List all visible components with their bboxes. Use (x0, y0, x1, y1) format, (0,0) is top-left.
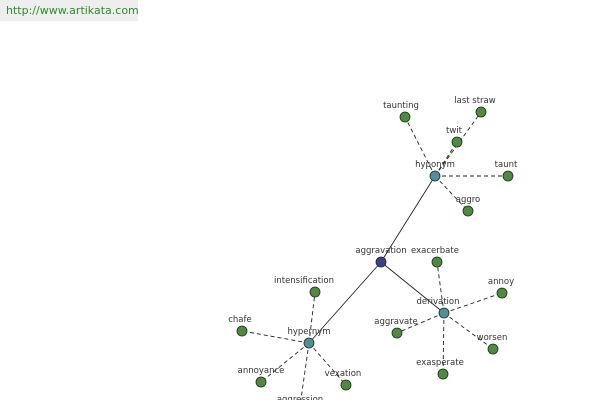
relation-node-circle[interactable] (303, 337, 315, 349)
term-node-circle[interactable] (391, 327, 403, 339)
root-node-circle[interactable] (375, 256, 387, 268)
term-node-aggro[interactable]: aggro (456, 195, 481, 217)
term-node-circle[interactable] (487, 343, 499, 355)
edge-hypernym-annoyance (260, 342, 310, 383)
term-node-label: chafe (228, 315, 252, 325)
relation-node-circle[interactable] (438, 307, 450, 319)
term-node-intensification[interactable]: intensification (274, 276, 334, 298)
relation-node-derivation[interactable]: derivation (416, 297, 460, 319)
term-node-label: aggravate (374, 317, 418, 327)
edge-derivation-annoy (443, 292, 503, 314)
term-node-aggression[interactable]: aggression (277, 395, 323, 400)
term-node-circle[interactable] (502, 170, 514, 182)
term-node-label: exacerbate (411, 246, 459, 256)
site-url-link[interactable]: http://www.artikata.com (6, 4, 139, 17)
graph-edges (241, 111, 508, 400)
edge-hypernym-vexation (308, 342, 347, 386)
term-node-circle[interactable] (340, 379, 352, 391)
term-node-label: taunt (495, 160, 518, 170)
term-node-annoy[interactable]: annoy (488, 277, 514, 299)
term-node-circle[interactable] (437, 368, 449, 380)
edge-derivation-exasperate (442, 312, 445, 375)
relation-node-label: hyponym (415, 160, 455, 170)
edge-derivation-aggravate (396, 312, 445, 334)
term-node-circle[interactable] (236, 325, 248, 337)
term-node-taunt[interactable]: taunt (495, 160, 518, 182)
edge-hyponym-last-straw (434, 111, 482, 177)
term-node-chafe[interactable]: chafe (228, 315, 252, 337)
term-node-taunting[interactable]: taunting (383, 101, 419, 123)
url-banner: http://www.artikata.com (0, 0, 139, 21)
relation-node-label: derivation (416, 297, 459, 307)
term-node-label: aggro (456, 195, 481, 205)
term-node-label: annoyance (238, 366, 285, 376)
term-node-circle[interactable] (255, 376, 267, 388)
term-node-vexation[interactable]: vexation (325, 369, 362, 391)
term-node-circle[interactable] (475, 106, 487, 118)
term-node-label: exasperate (416, 358, 464, 368)
graph-nodes: taunting last straw twit taunt aggro exacerba… (228, 96, 518, 400)
relation-node-hypernym[interactable]: hypernym (287, 327, 331, 349)
term-node-circle[interactable] (462, 205, 474, 217)
term-node-label: intensification (274, 276, 334, 286)
term-node-circle[interactable] (309, 286, 321, 298)
root-node-aggravation[interactable]: aggravation (355, 246, 407, 268)
relation-node-hyponym[interactable]: hyponym (415, 160, 455, 182)
term-node-last-straw[interactable]: last straw (454, 96, 496, 118)
edge-hyponym-twit (434, 141, 458, 177)
term-node-circle[interactable] (496, 287, 508, 299)
edge-hypernym-aggression (300, 342, 310, 400)
edge-aggravation-derivation (380, 261, 445, 314)
term-node-label: worsen (477, 333, 508, 343)
term-node-label: twit (446, 126, 463, 136)
edge-hypernym-intensification (308, 291, 316, 344)
term-node-label: aggression (277, 395, 323, 400)
edge-aggravation-hypernym (308, 261, 382, 344)
term-node-label: last straw (454, 96, 495, 106)
term-node-circle[interactable] (399, 111, 411, 123)
edge-aggravation-hyponym (380, 175, 436, 263)
term-node-exacerbate[interactable]: exacerbate (411, 246, 459, 268)
term-node-label: annoy (488, 277, 514, 287)
term-node-worsen[interactable]: worsen (477, 333, 508, 355)
term-node-circle[interactable] (431, 256, 443, 268)
term-node-label: taunting (383, 101, 419, 111)
term-node-exasperate[interactable]: exasperate (416, 358, 464, 380)
edge-hyponym-aggro (434, 175, 469, 212)
term-node-twit[interactable]: twit (446, 126, 463, 148)
edge-derivation-worsen (443, 312, 494, 350)
relation-node-circle[interactable] (429, 170, 441, 182)
term-node-annoyance[interactable]: annoyance (238, 366, 285, 388)
edge-derivation-exacerbate (436, 261, 445, 314)
edge-hypernym-chafe (241, 330, 310, 344)
root-node-label: aggravation (355, 246, 406, 256)
relation-node-label: hypernym (287, 327, 330, 337)
term-node-circle[interactable] (451, 136, 463, 148)
term-node-aggravate[interactable]: aggravate (374, 317, 418, 339)
term-node-label: vexation (325, 369, 362, 379)
